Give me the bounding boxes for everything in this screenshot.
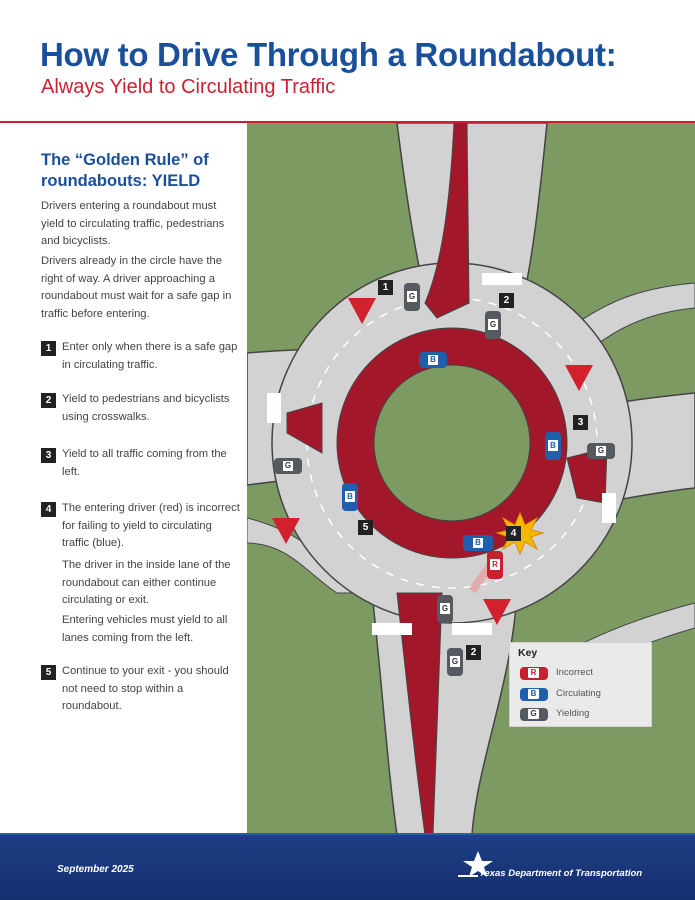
diagram-marker-4: 4	[506, 526, 521, 541]
yielding-car-north-2: G	[485, 311, 501, 339]
intro-paragraph-1: Drivers entering a roundabout must yield…	[41, 200, 225, 247]
circulating-car-right: B	[545, 432, 561, 460]
yielding-car-north: G	[404, 283, 420, 311]
txdot-star-logo-icon	[458, 851, 493, 877]
footer-divider	[0, 833, 695, 836]
step-4-note-2: Entering vehicles must yield to all lane…	[62, 614, 228, 644]
northeast-bypass	[576, 282, 695, 349]
sidebar-heading: The “Golden Rule” of roundabouts: YIELD	[41, 151, 209, 190]
diagram-marker-5: 5	[358, 520, 373, 535]
step-number: 3	[41, 448, 56, 463]
yielding-car-south: G	[437, 595, 453, 623]
circulating-car-top: B	[419, 352, 447, 368]
header-divider	[0, 121, 695, 123]
yielding-car-east: G	[587, 443, 615, 459]
west-splitter-island	[286, 402, 323, 454]
yielding-car-icon: G	[520, 708, 548, 721]
legend-label: Incorrect	[556, 667, 593, 678]
legend-item-circulating: B Circulating	[518, 686, 648, 702]
sidebar: The “Golden Rule” of roundabouts: YIELD …	[0, 123, 247, 835]
diagram-marker-1: 1	[378, 280, 393, 295]
diagram-marker-3: 3	[573, 415, 588, 430]
roundabout-diagram: 1 2 3 4 5 2 G G B B G G B B R G G	[247, 123, 695, 835]
step-number: 4	[41, 502, 56, 517]
roundabout-illustration	[247, 123, 695, 835]
page-subtitle: Always Yield to Circulating Traffic	[41, 76, 336, 98]
yield-sign-icon	[565, 365, 593, 391]
legend-title: Key	[518, 647, 538, 659]
crosswalks	[267, 273, 616, 635]
yield-sign-icon	[272, 518, 300, 544]
central-island	[373, 364, 531, 522]
step-text: Yield to all traffic coming from the lef…	[62, 448, 227, 478]
circulating-car-left: B	[342, 483, 358, 511]
north-splitter-island	[424, 123, 470, 319]
incorrect-car: R	[487, 551, 503, 579]
legend-item-yielding: G Yielding	[518, 706, 648, 722]
publication-date: September 2025	[57, 864, 134, 875]
yield-sign-icon	[348, 298, 376, 324]
incorrect-car-icon: R	[520, 667, 548, 680]
step-4-note-1: The driver in the inside lane of the rou…	[62, 559, 231, 606]
step-number: 1	[41, 341, 56, 356]
legend-key: Key R Incorrect B Circulating G Yielding	[509, 642, 652, 727]
yielding-car-west: G	[274, 458, 302, 474]
yielding-car-south-2: G	[447, 648, 463, 676]
circulating-car-bottom: B	[463, 535, 493, 551]
step-text: The entering driver (red) is incorrect f…	[62, 502, 240, 549]
yield-sign-icon	[483, 599, 511, 625]
header: How to Drive Through a Roundabout: Alway…	[0, 0, 695, 124]
diagram-marker-2b: 2	[466, 645, 481, 660]
page-title: How to Drive Through a Roundabout:	[40, 36, 617, 73]
step-text: Enter only when there is a safe gap in c…	[62, 341, 238, 371]
agency-name: Texas Department of Transportation	[479, 868, 643, 879]
legend-item-incorrect: R Incorrect	[518, 665, 648, 681]
footer: September 2025 Texas Department of Trans…	[0, 835, 695, 900]
circulating-car-icon: B	[520, 688, 548, 701]
step-number: 5	[41, 665, 56, 680]
diagram-marker-2: 2	[499, 293, 514, 308]
legend-label: Circulating	[556, 688, 601, 699]
intro-paragraph-2: Drivers already in the circle have the r…	[41, 255, 232, 320]
step-number: 2	[41, 393, 56, 408]
legend-label: Yielding	[556, 708, 590, 719]
step-text: Continue to your exit - you should not n…	[62, 665, 229, 712]
step-text: Yield to pedestrians and bicyclists usin…	[62, 393, 230, 423]
